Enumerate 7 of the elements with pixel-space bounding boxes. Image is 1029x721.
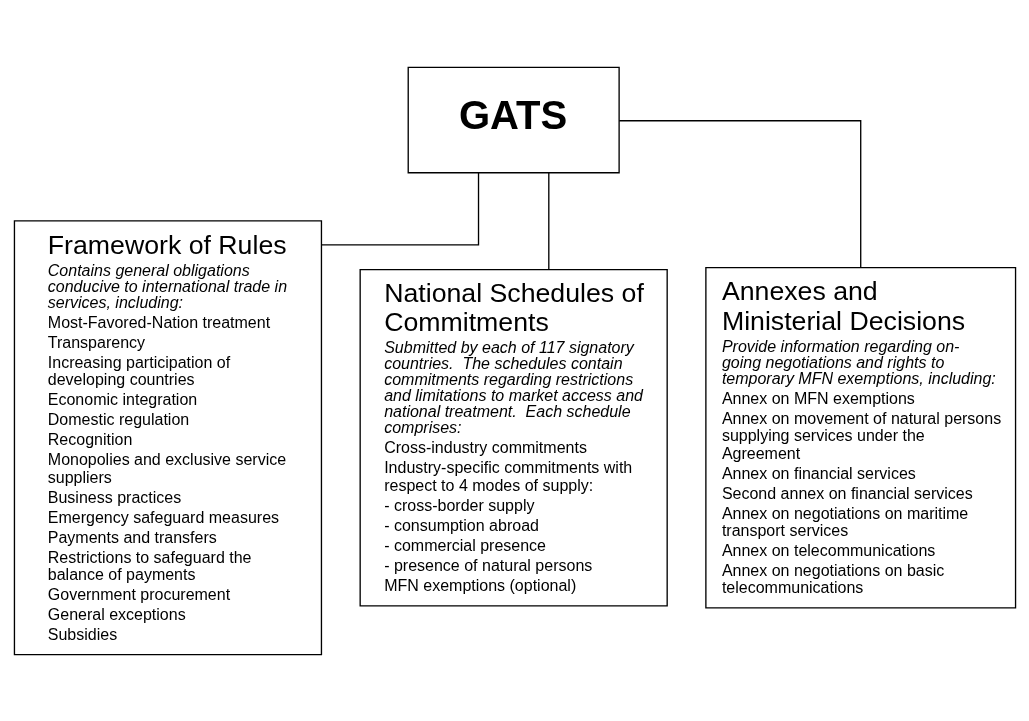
connector: [320, 171, 479, 246]
connector: [547, 171, 549, 270]
node-box: GATS: [407, 66, 620, 173]
connector: [618, 119, 861, 268]
node-box: National Schedules of Commitments Submitted by each of 117 signatory countries. The schedules contain commitments regarding restrictions and limitations to market access and national treatment. Each schedule comprises: Cross-industry commitments Industry-specific commitments with respect to 4 modes of supply: - cross-border supply - consumption abroad - commercial presence - presence of natural persons MFN exemptions (optional): [359, 268, 668, 607]
node-box: Annexes and Ministerial Decisions Provide information regarding on-going negotiations and rights to temporary MFN exemptions, including: Annex on MFN exemptions Annex on movement of natural persons supplying services under the Agreement Annex on financial services Second annex on financial services Annex on negotiations on maritime transport services Annex on telecommunications Annex on negotiations on basic telecommunications: [704, 266, 1016, 609]
node-box: Framework of Rules Contains general obligations conducive to international trade in services, including: Most-Favored-Nation treatment Transparency Increasing participation of developing countries Economic integration Domestic regulation Recognition Monopolies and exclusive service suppliers Business practices Emergency safeguard measures Payments and transfers Restrictions to safeguard the balance of payments Government procurement General exceptions Subsidies: [13, 219, 322, 655]
